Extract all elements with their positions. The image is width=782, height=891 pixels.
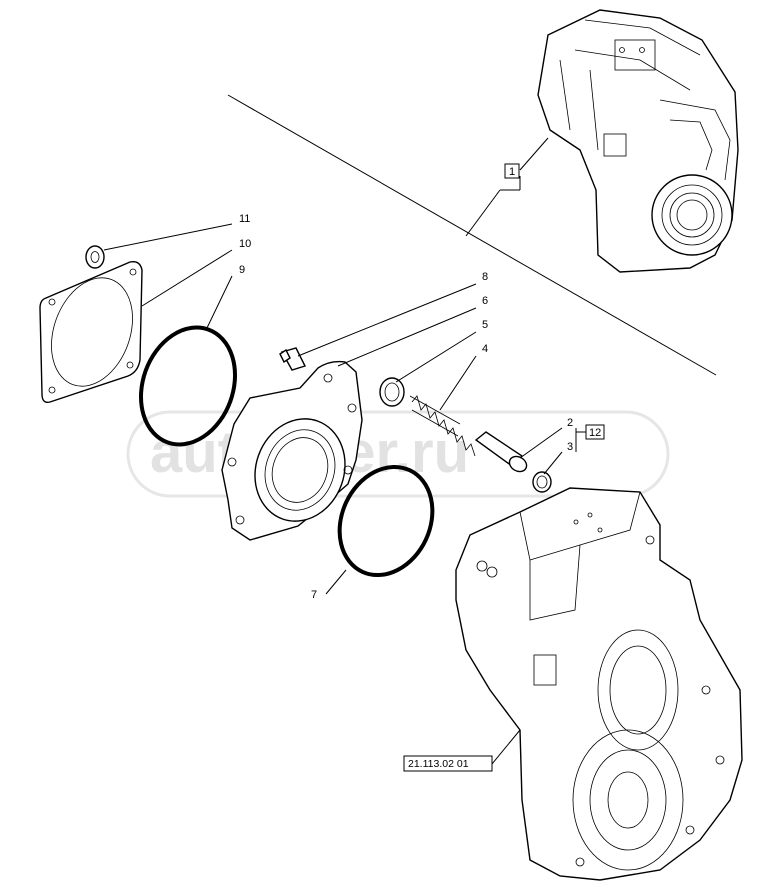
callout-11: 11 — [239, 213, 250, 225]
callout-12: 12 — [589, 427, 601, 439]
reference-box — [403, 755, 493, 772]
gasket-plate — [39, 260, 143, 404]
o-ring-3 — [532, 471, 552, 493]
washer-11 — [85, 245, 105, 269]
callout-1-box — [504, 163, 520, 179]
callout-9: 9 — [239, 264, 245, 276]
gearbox-housing — [455, 487, 743, 881]
seal-ring-5 — [379, 377, 405, 407]
leader-lines — [103, 137, 586, 765]
spring-4 — [409, 395, 476, 457]
bolt-8 — [279, 347, 306, 371]
pump-assembly — [537, 9, 739, 273]
callout-labels: 11 10 9 8 6 5 4 2 3 7 1 12 21.113.02 01 — [239, 163, 605, 772]
callout-7: 7 — [311, 589, 317, 601]
pin-2 — [474, 431, 528, 473]
separator-line — [227, 94, 717, 376]
callout-4: 4 — [482, 343, 488, 355]
o-ring-7 — [337, 464, 435, 578]
cover-flange — [221, 360, 363, 541]
callout-1: 1 — [509, 166, 515, 178]
callout-8: 8 — [482, 271, 488, 283]
callout-10: 10 — [239, 238, 251, 250]
reference-label: 21.113.02 01 — [408, 758, 469, 770]
callout-2: 2 — [567, 417, 573, 429]
callout-6: 6 — [482, 295, 488, 307]
callout-5: 5 — [482, 319, 488, 331]
callout-12-box — [585, 424, 605, 440]
callout-3: 3 — [567, 441, 573, 453]
o-ring-9 — [138, 325, 238, 447]
